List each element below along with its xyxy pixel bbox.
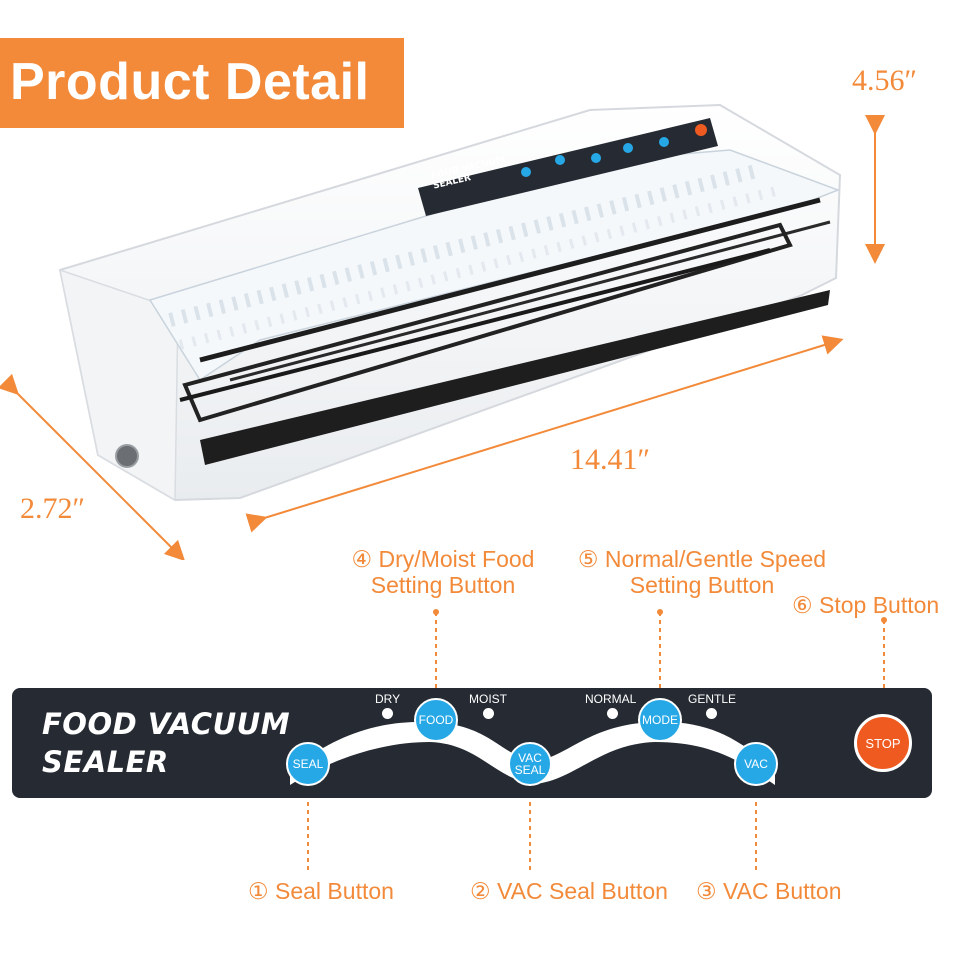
indicator-dry-label: DRY [375,692,401,706]
panel-brand-line2: SEALER [42,745,169,779]
length-dimension: 14.41″ [570,443,650,476]
food-button[interactable]: FOOD [414,698,458,742]
length-arrow [245,335,844,533]
callout-vac-seal: ② VAC Seal Button [470,878,668,904]
callout-stop: ⑥ Stop Button [792,592,940,618]
callout-speed-setting: ⑤ Normal/Gentle Speed Setting Button [577,546,827,598]
callout-vac: ③ VAC Button [696,878,842,904]
indicator-normal-led [607,708,618,719]
title-banner [0,38,404,128]
indicator-moist-label: MOIST [469,692,507,706]
seal-button[interactable]: SEAL [286,742,330,786]
indicator-gentle-label: GENTLE [688,692,737,706]
stop-button[interactable]: STOP [854,714,912,772]
banner-title: Product Detail [10,53,370,111]
indicator-gentle-led [706,708,717,719]
callout-food-setting: ④ Dry/Moist Food Setting Button [351,546,535,598]
indicator-moist-led [483,708,494,719]
panel-brand-line1: FOOD VACUUM [42,707,291,741]
depth-arrow [0,373,186,560]
product-illustration [0,103,885,560]
vacuum-sealer-body [58,103,842,502]
depth-dimension: 2.72″ [20,492,85,525]
indicator-dry-led [382,708,393,719]
height-dimension: 4.56″ [852,64,917,97]
mode-button[interactable]: MODE [638,698,682,742]
vac-button[interactable]: VAC [734,742,778,786]
callout-seal: ① Seal Button [248,878,394,904]
vac-seal-button[interactable]: VAC SEAL [508,742,552,786]
indicator-normal-label: NORMAL [585,692,637,706]
